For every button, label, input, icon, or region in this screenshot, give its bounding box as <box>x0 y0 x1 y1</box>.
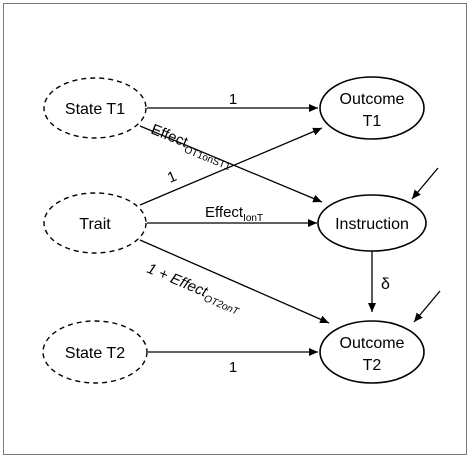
label-trait-to-outcome-t2: 1 + EffectOT2onT <box>143 260 244 318</box>
node-instruction: Instruction <box>317 194 427 252</box>
node-outcome-t1-label-2: T1 <box>363 113 382 130</box>
node-trait-label: Trait <box>79 216 111 233</box>
node-state-t1-label: State T1 <box>65 101 125 118</box>
label-state-t1-to-instruction: EffectOT1onST1 <box>147 121 236 173</box>
label-instruction-to-outcome-t2: δ <box>381 276 390 293</box>
edge-disturbance-to-instruction <box>411 167 439 200</box>
node-state-t1: State T1 <box>43 77 147 139</box>
edge-disturbance-to-outcome-t2 <box>413 290 441 323</box>
label-trait-to-outcome-t2-sub: OT2onT <box>202 293 241 318</box>
node-outcome-t1: Outcome T1 <box>319 76 425 140</box>
node-instruction-label: Instruction <box>335 216 409 233</box>
node-outcome-t2: Outcome T2 <box>319 320 425 384</box>
node-trait: Trait <box>43 192 147 254</box>
edge-trait-to-outcome-t1 <box>139 127 323 206</box>
label-trait-to-instruction-sub: IonT <box>243 213 263 224</box>
node-outcome-t2-label-1: Outcome <box>340 335 405 352</box>
label-trait-to-instruction: EffectIonT <box>205 204 263 224</box>
label-state-t1-to-outcome-t1: 1 <box>229 91 237 108</box>
label-state-t1-to-instruction-sub: OT1onST1 <box>182 144 232 173</box>
edge-state-t1-to-instruction <box>139 125 323 203</box>
node-outcome-t2-label-2: T2 <box>363 357 382 374</box>
label-trait-to-instruction-main: Effect <box>205 204 244 221</box>
edge-trait-to-outcome-t2 <box>139 239 330 324</box>
node-outcome-t1-label-1: Outcome <box>340 91 405 108</box>
node-state-t2-label: State T2 <box>65 345 125 362</box>
diagram-frame <box>3 3 467 455</box>
node-state-t2: State T2 <box>42 320 148 384</box>
label-state-t2-to-outcome-t2: 1 <box>229 359 237 376</box>
label-trait-to-outcome-t1: 1 <box>165 168 179 187</box>
